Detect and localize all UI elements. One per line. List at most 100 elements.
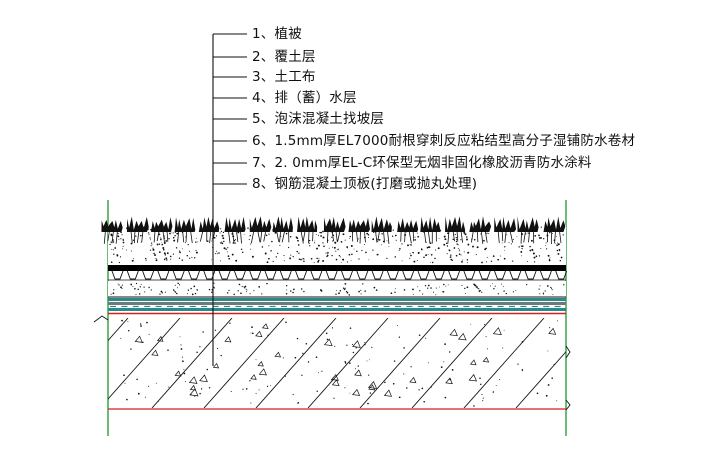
foam-speck (238, 283, 241, 286)
soil-speck (162, 247, 165, 249)
plant (543, 216, 566, 244)
soil-speck (455, 254, 458, 257)
drainage-cell (142, 270, 155, 280)
soil-speck (458, 253, 461, 256)
slab-speck (521, 369, 524, 371)
soil-speck (110, 241, 112, 243)
plant-root (509, 230, 514, 243)
foam-speck (422, 293, 424, 295)
drainage-cell (295, 270, 308, 280)
slab-speck (334, 345, 336, 347)
soil-speck (342, 233, 345, 236)
soil-speck (349, 237, 351, 239)
slab-aggregate (367, 380, 378, 389)
plant-root (476, 230, 479, 243)
foam-speck (346, 291, 349, 294)
membrane-mid (108, 302, 566, 305)
soil-speck (368, 259, 370, 261)
slab-aggregate (224, 336, 232, 343)
plant-root (452, 230, 455, 242)
soil-speck (226, 251, 228, 253)
slab-speck (121, 319, 123, 322)
soil-speck (394, 234, 397, 237)
soil-speck (444, 238, 447, 241)
foam-speck (478, 288, 480, 290)
foam-speck (175, 291, 177, 293)
slab-speck (292, 393, 294, 396)
slab-hatch (620, 318, 700, 408)
slab-aggregate (469, 359, 477, 366)
soil-speck (427, 254, 429, 256)
slab-speck (480, 383, 482, 386)
layer-label-geotextile: 3、土工布 (252, 69, 316, 85)
slab-hatch (0, 318, 24, 408)
slab-speck (521, 370, 523, 372)
drainage-cell (448, 270, 461, 280)
plant-root (554, 230, 556, 244)
slab-speck (502, 347, 504, 349)
drainage-cell (233, 270, 246, 280)
soil-speck (176, 232, 179, 235)
soil-speck (486, 256, 488, 258)
soil-speck (430, 253, 433, 256)
plant-root (383, 230, 385, 243)
drainage-cell (432, 270, 445, 280)
soil-speck (325, 252, 327, 254)
slab-speck (346, 344, 348, 346)
foam-speck (187, 289, 190, 291)
soil-speck (221, 241, 223, 243)
soil-speck (155, 259, 158, 262)
plant-root (199, 230, 204, 242)
soil-speck (265, 234, 268, 237)
soil-speck (559, 250, 561, 252)
soil-speck (412, 252, 414, 254)
foam-speck (194, 292, 197, 295)
soil-speck (261, 246, 264, 248)
plant-foliage (371, 216, 392, 232)
plant-foliage (174, 217, 196, 232)
foam-speck (474, 284, 476, 287)
foam-speck (394, 291, 396, 294)
soil-speck (181, 248, 183, 250)
slab-aggregate (482, 356, 490, 363)
layer-label-slab: 8、钢筋混凝土顶板(打磨或抛丸处理) (252, 176, 478, 192)
soil-speck (112, 241, 115, 243)
plant-root (456, 230, 459, 242)
plant-root (240, 230, 242, 244)
soil-speck (172, 253, 175, 255)
soil-speck (556, 236, 558, 237)
drainage-cell (463, 270, 476, 280)
slab-speck (392, 382, 395, 385)
slab-speck (196, 351, 198, 353)
drainage-cell (218, 270, 231, 280)
soil-speck (161, 242, 163, 244)
drainage-cell (356, 270, 369, 280)
soil-speck (386, 240, 388, 242)
soil-speck (399, 248, 401, 250)
soil-speck (318, 257, 320, 259)
foam-speck (134, 288, 136, 290)
soil-speck (538, 234, 540, 237)
foam-speck (285, 293, 288, 295)
soil-speck (327, 252, 329, 254)
soil-speck (368, 237, 370, 238)
foam-speck (174, 284, 176, 286)
foam-speck (335, 290, 337, 292)
foam-speck (344, 283, 347, 285)
slab-speck (155, 382, 157, 384)
slab-speck (321, 370, 323, 372)
drainage-cell (249, 270, 262, 280)
soil-speck (326, 254, 329, 256)
foam-speck (345, 287, 346, 289)
foam-speck (430, 287, 432, 289)
slab-speck (354, 368, 356, 370)
slab-speck (297, 402, 299, 404)
drainage-cell (402, 270, 415, 280)
slab-speck (146, 321, 148, 324)
soil-speck (272, 260, 274, 263)
soil-speck (313, 262, 315, 264)
foam-speck (339, 290, 342, 292)
slab-speck (366, 360, 368, 362)
plant (517, 216, 539, 244)
layer-label-membrane: 6、1.5mm厚EL7000耐根穿刺反应粘结型高分子湿铺防水卷材 (252, 133, 636, 149)
